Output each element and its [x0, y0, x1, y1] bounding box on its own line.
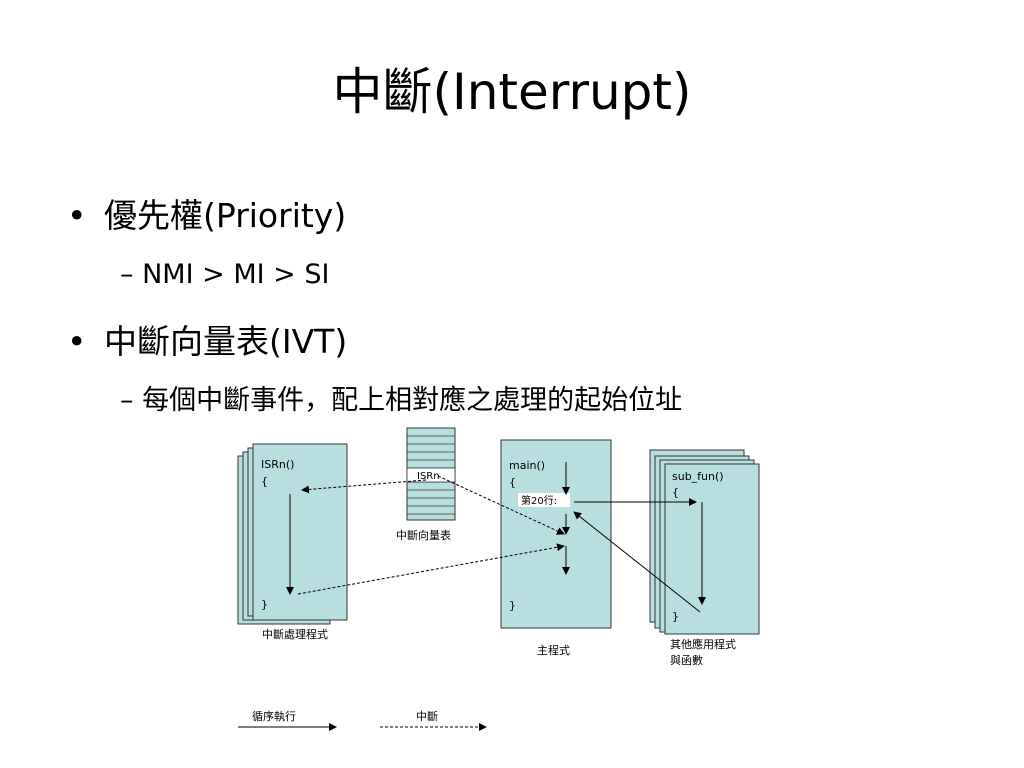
sub-caption-line2: 與函數: [670, 653, 703, 667]
main-line-marker-bg: [518, 493, 570, 507]
sub-priority-order: – NMI > MI > SI: [120, 259, 330, 290]
sub-open-brace: {: [672, 486, 679, 499]
isr-close-brace: }: [261, 598, 268, 611]
main-box: main() { 第20行: }: [500, 439, 612, 629]
bullet-priority: • 優先權(Priority): [67, 196, 347, 236]
isr-stack: ISRn() { }: [237, 443, 348, 625]
isr-open-brace: {: [261, 475, 268, 488]
sub-stack: sub_fun() { }: [649, 449, 760, 635]
ivt-caption: 中斷向量表: [396, 528, 451, 542]
legend-interrupt-label: 中斷: [416, 710, 438, 723]
ivt-to-isr-dashed-arrow: [301, 479, 427, 494]
ivt-entry-label: ISRn: [417, 471, 440, 482]
bullet-dot: •: [67, 196, 87, 235]
interrupt-diagram: ISRn() { } 中斷處理程式 ISRn 中斷向量表 main() { 第2…: [237, 427, 760, 731]
interrupt-to-ivt-dashed-arrow: [437, 475, 565, 535]
isr-page-front: [252, 443, 348, 621]
bullet-ivt: • 中斷向量表(IVT): [67, 322, 348, 362]
isr-caption: 中斷處理程式: [262, 627, 328, 641]
main-close-brace: }: [509, 599, 516, 612]
isr-return-dashed-arrow: [297, 543, 565, 595]
sub-return-arrow: [573, 511, 701, 613]
ivt-table: ISRn: [406, 427, 456, 521]
isr-header: ISRn(): [261, 458, 294, 471]
slide-title: 中斷(Interrupt): [332, 63, 692, 121]
sub-ivt-desc: – 每個中斷事件，配上相對應之處理的起始位址: [120, 385, 683, 416]
bullet-priority-text: 優先權(Priority): [104, 196, 347, 235]
main-line-label: 第20行:: [521, 494, 557, 507]
bullet-ivt-text: 中斷向量表(IVT): [104, 322, 348, 361]
bullet-dot: •: [67, 322, 87, 361]
main-header: main(): [509, 459, 545, 472]
main-open-brace: {: [509, 476, 516, 489]
sub-page-front: [664, 463, 760, 635]
main-caption: 主程式: [537, 644, 570, 657]
sub-caption-line1: 其他應用程式: [670, 637, 736, 651]
legend: 循序執行 中斷: [238, 709, 487, 731]
legend-sequential-label: 循序執行: [252, 709, 296, 723]
sub-close-brace: }: [672, 610, 679, 623]
sub-header: sub_fun(): [672, 470, 724, 483]
